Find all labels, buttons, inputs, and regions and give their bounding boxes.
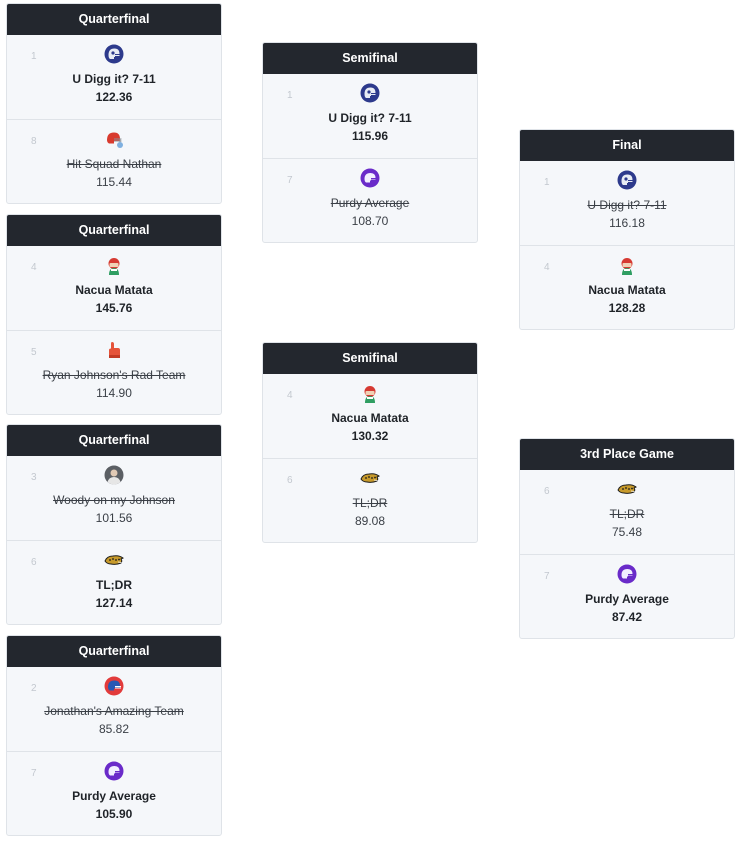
team-name[interactable]: Nacua Matata: [588, 283, 666, 297]
matchup-title: Semifinal: [263, 43, 477, 74]
matchup-final: Final 1 U Digg it? 7-11 116.18 4 Nacua M…: [519, 129, 735, 330]
jaguar-icon: [360, 468, 380, 488]
seed-number: 4: [31, 262, 37, 273]
seed-number: 6: [544, 486, 550, 497]
jaguar-icon: [104, 550, 124, 570]
foam-finger-icon: [104, 340, 124, 360]
jaguar-icon: [617, 479, 637, 499]
helmet-purple-icon: [104, 761, 124, 781]
matchup-title: Quarterfinal: [7, 425, 221, 456]
helmet-blue-red-icon: [104, 676, 124, 696]
team-name[interactable]: Nacua Matata: [331, 411, 409, 425]
seed-number: 6: [287, 475, 293, 486]
seed-number: 2: [31, 683, 37, 694]
player-avatar-icon: [617, 255, 637, 275]
seed-number: 6: [31, 557, 37, 568]
seed-number: 1: [31, 51, 37, 62]
team-score: 122.36: [95, 90, 133, 104]
team-slot[interactable]: 8 Hit Squad Nathan 115.44: [7, 119, 221, 203]
seed-number: 1: [544, 177, 550, 188]
seed-number: 3: [31, 472, 37, 483]
team-slot[interactable]: 7 Purdy Average 105.90: [7, 751, 221, 835]
matchup-title: Final: [520, 130, 734, 161]
team-name[interactable]: U Digg it? 7-11: [587, 198, 667, 212]
team-score: 89.08: [354, 514, 386, 528]
matchup-third-place: 3rd Place Game 6 TL;DR 75.48 7 Purdy Ave…: [519, 438, 735, 639]
matchup-semifinal-2: Semifinal 4 Nacua Matata 130.32 6 TL;DR …: [262, 342, 478, 543]
team-slot[interactable]: 5 Ryan Johnson's Rad Team 114.90: [7, 330, 221, 414]
team-slot[interactable]: 1 U Digg it? 7-11 115.96: [263, 74, 477, 158]
team-score: 127.14: [95, 596, 133, 610]
team-name[interactable]: TL;DR: [352, 496, 388, 510]
team-score: 115.96: [351, 129, 389, 143]
team-slot[interactable]: 6 TL;DR 75.48: [520, 470, 734, 554]
team-score: 75.48: [611, 525, 643, 539]
helmet-navy-icon: [617, 170, 637, 190]
team-slot[interactable]: 7 Purdy Average 108.70: [263, 158, 477, 242]
helmet-red-icon: [104, 129, 124, 149]
team-slot[interactable]: 1 U Digg it? 7-11 122.36: [7, 35, 221, 119]
team-slot[interactable]: 6 TL;DR 89.08: [263, 458, 477, 542]
team-slot[interactable]: 7 Purdy Average 87.42: [520, 554, 734, 638]
team-name[interactable]: TL;DR: [96, 578, 132, 592]
team-score: 87.42: [611, 610, 643, 624]
team-score: 105.90: [95, 807, 133, 821]
team-name[interactable]: U Digg it? 7-11: [328, 111, 412, 125]
team-name[interactable]: Hit Squad Nathan: [66, 157, 162, 171]
team-score: 115.44: [96, 175, 132, 189]
team-score: 101.56: [95, 511, 133, 525]
seed-number: 1: [287, 90, 293, 101]
helmet-navy-icon: [360, 83, 380, 103]
team-score: 145.76: [95, 301, 133, 315]
player-avatar-icon: [360, 383, 380, 403]
team-name[interactable]: Purdy Average: [72, 789, 156, 803]
team-score: 114.90: [96, 386, 132, 400]
matchup-title: Semifinal: [263, 343, 477, 374]
matchup-quarterfinal-4: Quarterfinal 2 Jonathan's Amazing Team 8…: [6, 635, 222, 836]
player-avatar-icon: [104, 255, 124, 275]
team-slot[interactable]: 6 TL;DR 127.14: [7, 540, 221, 624]
helmet-navy-icon: [104, 44, 124, 64]
seed-number: 4: [544, 262, 550, 273]
team-name[interactable]: Nacua Matata: [75, 283, 153, 297]
matchup-quarterfinal-1: Quarterfinal 1 U Digg it? 7-11 122.36 8 …: [6, 3, 222, 204]
helmet-purple-icon: [360, 168, 380, 188]
team-name[interactable]: Purdy Average: [585, 592, 669, 606]
helmet-purple-icon: [617, 564, 637, 584]
team-score: 116.18: [609, 216, 645, 230]
team-slot[interactable]: 4 Nacua Matata 128.28: [520, 245, 734, 329]
team-name[interactable]: Woody on my Johnson: [53, 493, 175, 507]
team-score: 85.82: [98, 722, 130, 736]
team-name[interactable]: Jonathan's Amazing Team: [44, 704, 184, 718]
team-score: 108.70: [351, 214, 389, 228]
seed-number: 7: [31, 768, 37, 779]
team-name[interactable]: Ryan Johnson's Rad Team: [42, 368, 186, 382]
matchup-title: 3rd Place Game: [520, 439, 734, 470]
team-name[interactable]: TL;DR: [609, 507, 645, 521]
team-name[interactable]: U Digg it? 7-11: [72, 72, 156, 86]
matchup-title: Quarterfinal: [7, 215, 221, 246]
matchup-title: Quarterfinal: [7, 636, 221, 667]
matchup-semifinal-1: Semifinal 1 U Digg it? 7-11 115.96 7 Pur…: [262, 42, 478, 243]
matchup-quarterfinal-2: Quarterfinal 4 Nacua Matata 145.76 5 Rya…: [6, 214, 222, 415]
team-slot[interactable]: 3 Woody on my Johnson 101.56: [7, 456, 221, 540]
team-score: 128.28: [608, 301, 646, 315]
matchup-title: Quarterfinal: [7, 4, 221, 35]
matchup-quarterfinal-3: Quarterfinal 3 Woody on my Johnson 101.5…: [6, 424, 222, 625]
seed-number: 8: [31, 136, 37, 147]
team-slot[interactable]: 1 U Digg it? 7-11 116.18: [520, 161, 734, 245]
team-score: 130.32: [351, 429, 389, 443]
seed-number: 7: [544, 571, 550, 582]
user-photo-icon: [104, 465, 124, 485]
seed-number: 5: [31, 347, 37, 358]
team-slot[interactable]: 2 Jonathan's Amazing Team 85.82: [7, 667, 221, 751]
team-name[interactable]: Purdy Average: [330, 196, 410, 210]
seed-number: 4: [287, 390, 293, 401]
team-slot[interactable]: 4 Nacua Matata 130.32: [263, 374, 477, 458]
team-slot[interactable]: 4 Nacua Matata 145.76: [7, 246, 221, 330]
seed-number: 7: [287, 175, 293, 186]
